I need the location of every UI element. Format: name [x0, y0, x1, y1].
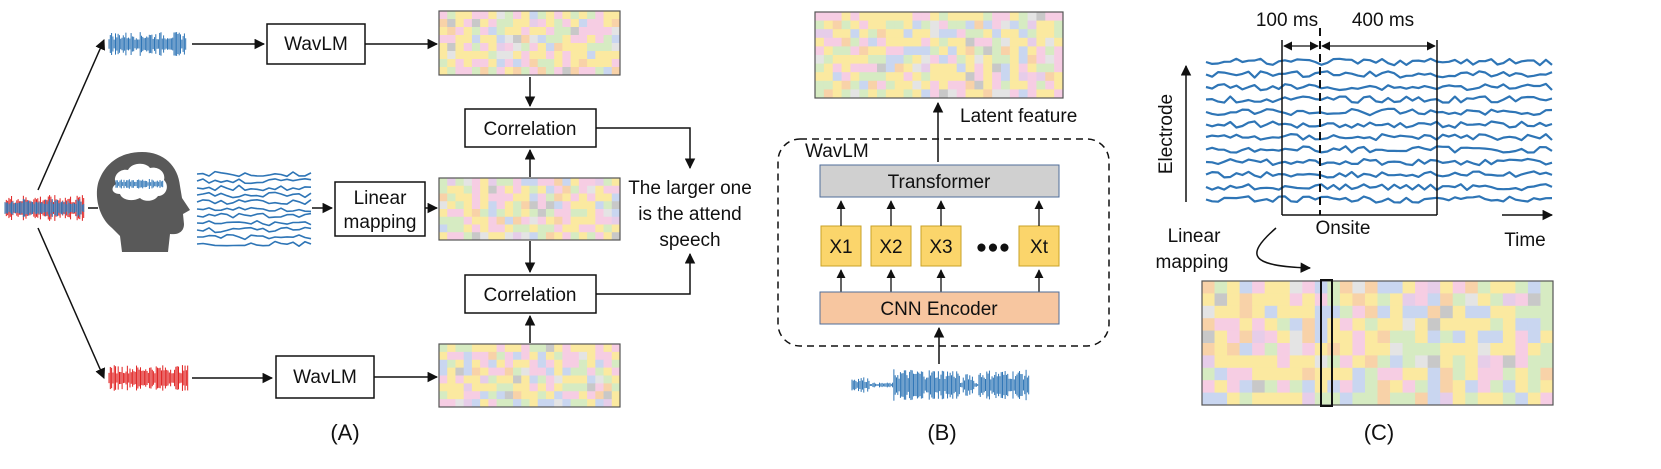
selected-frame-marker	[1320, 279, 1333, 407]
feature-map-bottom	[438, 343, 621, 408]
input-speech-waveform	[851, 369, 1030, 401]
panel-b: Latent feature WavLM Transformer X1 X2 X3 X…	[777, 11, 1110, 445]
token-label-1: X1	[829, 237, 852, 258]
eeg-multichannel-signals	[1205, 57, 1553, 204]
speech-waveform-blue	[108, 32, 187, 56]
token-box-2	[870, 225, 912, 267]
panel-a: WavLM WavLM Linear mapping Correlation C…	[4, 10, 752, 445]
cnn-encoder-block	[819, 291, 1060, 325]
time-axis-label: Time	[1504, 230, 1546, 251]
panel-a-caption: (A)	[330, 420, 359, 445]
mixed-speech-waveform	[4, 195, 85, 221]
panel-c: 100 ms 400 ms Electrode Time Onsite Line…	[1156, 10, 1554, 445]
electrode-axis-label: Electrode	[1156, 94, 1177, 174]
wavlm-label-bottom: WavLM	[293, 367, 357, 388]
panel-c-caption: (C)	[1364, 420, 1395, 445]
wavlm-group-border	[777, 138, 1110, 347]
transformer-block	[819, 164, 1060, 198]
token-box-3	[920, 225, 962, 267]
token-label-3: X3	[929, 237, 952, 258]
decision-line-3: speech	[659, 230, 720, 251]
wavlm-label-top: WavLM	[284, 34, 348, 55]
token-box-1	[820, 225, 862, 267]
feature-map-eeg	[438, 177, 621, 241]
eeg-signals	[196, 170, 312, 247]
transformer-label: Transformer	[888, 172, 991, 193]
head-brain-icon	[96, 152, 190, 252]
linear-mapping-label-1: Linear	[354, 188, 407, 209]
correlation-label-bottom: Correlation	[484, 285, 577, 306]
correlation-box-bottom	[464, 274, 597, 314]
onset-label: Onsite	[1316, 218, 1371, 239]
panel-b-caption: (B)	[927, 420, 956, 445]
wavlm-box-bottom	[275, 355, 375, 399]
linear-mapping-c-2: mapping	[1156, 252, 1229, 273]
token-label-2: X2	[879, 237, 902, 258]
token-label-4: Xt	[1030, 237, 1049, 258]
window-pre-label: 100 ms	[1256, 10, 1318, 31]
cnn-encoder-label: CNN Encoder	[880, 299, 998, 320]
linear-mapping-c-1: Linear	[1168, 226, 1221, 247]
wavlm-group-label: WavLM	[805, 141, 869, 162]
linear-mapping-box	[334, 181, 426, 237]
token-ellipsis: ●●●	[976, 237, 1010, 258]
linear-mapping-label-2: mapping	[344, 212, 417, 233]
latent-feature-label: Latent feature	[960, 106, 1077, 127]
speech-waveform-red	[108, 365, 189, 391]
decision-line-1: The larger one	[628, 178, 752, 199]
correlation-label-top: Correlation	[484, 119, 577, 140]
feature-map-top	[438, 10, 621, 76]
mapped-feature-map	[1201, 280, 1554, 406]
window-post-label: 400 ms	[1352, 10, 1414, 31]
wavlm-box-top	[266, 23, 366, 65]
latent-feature-map	[814, 11, 1064, 99]
decision-line-2: is the attend	[638, 204, 742, 225]
